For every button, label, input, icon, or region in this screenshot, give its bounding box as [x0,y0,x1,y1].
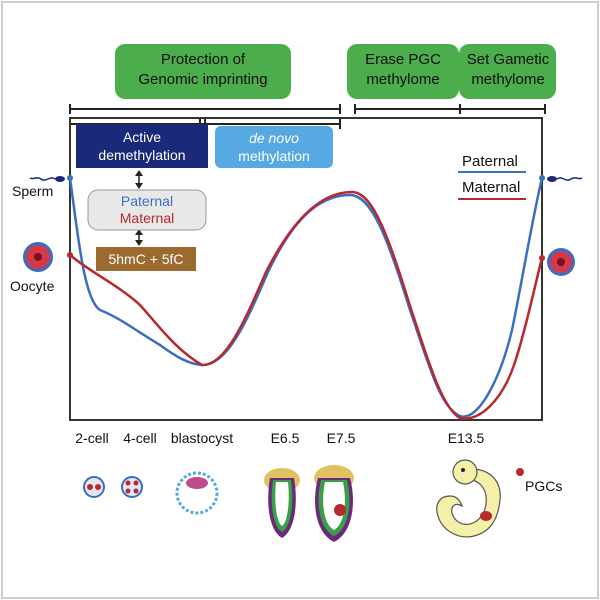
oocyte-right-icon [547,248,575,276]
plot-area [69,117,543,421]
pgcs-label: PGCs [525,478,562,494]
stage-e13-5: E13.5 [448,430,485,446]
e13-5-embryo-icon [436,459,501,538]
phase-protection-line2: Genomic imprinting [138,71,267,88]
paternal-start-dot [67,175,73,181]
parental-box: Paternal Maternal [87,189,207,231]
paternal-curve [68,177,544,418]
phase-protection-line1: Protection of [161,51,246,68]
blastocyst-icon [175,471,219,515]
stage-2-cell: 2-cell [75,430,108,446]
active-line1: Active [123,129,161,145]
legend-paternal-label: Paternal [462,153,518,170]
legend: Paternal Maternal [458,153,526,200]
active-line2: demethylation [98,147,185,163]
phase-erase: Erase PGC methylome [347,44,459,99]
de-novo-methylation-box: de novo methylation [215,126,333,168]
active-demethylation-box: Active demethylation [76,124,208,168]
e7-5-embryo-icon [314,465,354,542]
stage-e7-5: E7.5 [327,430,356,446]
phase-set: Set Gametic methylome [459,44,556,99]
sperm-right-icon [547,176,583,182]
sperm-label: Sperm [12,183,53,199]
stage-4-cell: 4-cell [123,430,156,446]
parental-maternal-label: Maternal [120,210,174,226]
phase-erase-line2: methylome [366,71,439,88]
stage-e6-5: E6.5 [271,430,300,446]
maternal-end-dot [539,255,545,261]
phase-erase-line1: Erase PGC [365,51,441,68]
oocyte-left-icon [23,242,53,272]
e6-5-embryo-icon [264,468,300,538]
maternal-curve [69,190,544,420]
phase-protection-box [115,44,291,99]
maternal-start-dot [67,252,73,258]
stage-blastocyst: blastocyst [171,430,233,446]
phase-set-line2: methylome [471,71,544,88]
paternal-end-dot [539,175,545,181]
hmc-box: 5hmC + 5fC [96,247,196,271]
legend-maternal-label: Maternal [462,179,520,196]
pgc-dot [516,468,524,476]
denovo-line2: methylation [238,148,310,164]
phase-erase-box [347,44,459,99]
oocyte-label: Oocyte [10,278,55,294]
phase-set-line1: Set Gametic [467,51,550,68]
parental-paternal-label: Paternal [121,193,173,209]
two-cell-embryo-icon [83,476,105,498]
phase-protection: Protection of Genomic imprinting [115,44,291,99]
denovo-line1: de novo [249,130,299,146]
phase-set-box [459,44,556,99]
sperm-left-icon [29,176,65,182]
hmc-label: 5hmC + 5fC [108,251,183,267]
four-cell-embryo-icon [121,476,143,498]
